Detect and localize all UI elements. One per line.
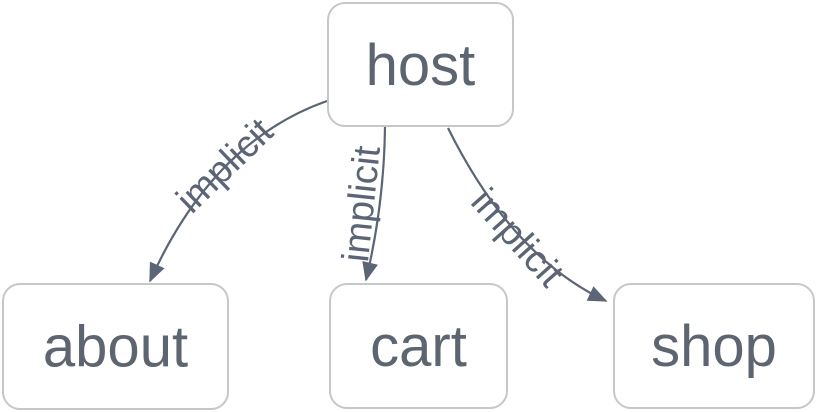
node-cart[interactable]: cart — [329, 283, 508, 409]
edge-host-shop — [447, 127, 608, 302]
node-host-label: host — [366, 33, 476, 98]
node-about-label: about — [43, 315, 188, 380]
node-shop[interactable]: shop — [613, 283, 815, 409]
edge-host-shop-label: implicit — [463, 181, 572, 296]
edge-host-cart — [362, 126, 387, 282]
edge-host-cart-label: implicit — [335, 144, 389, 264]
node-shop-label: shop — [651, 314, 777, 379]
node-about[interactable]: about — [2, 283, 229, 410]
edge-host-about — [148, 99, 328, 283]
edge-layer — [148, 99, 608, 302]
node-cart-label: cart — [370, 314, 467, 379]
edge-host-about-label: implicit — [169, 110, 282, 221]
node-host[interactable]: host — [327, 2, 514, 127]
node-cart-box[interactable] — [329, 283, 508, 409]
node-about-box[interactable] — [2, 283, 229, 410]
node-host-box[interactable] — [327, 2, 514, 127]
node-shop-box[interactable] — [613, 283, 815, 409]
edge-label-layer: implicit implicit implicit — [169, 110, 572, 295]
